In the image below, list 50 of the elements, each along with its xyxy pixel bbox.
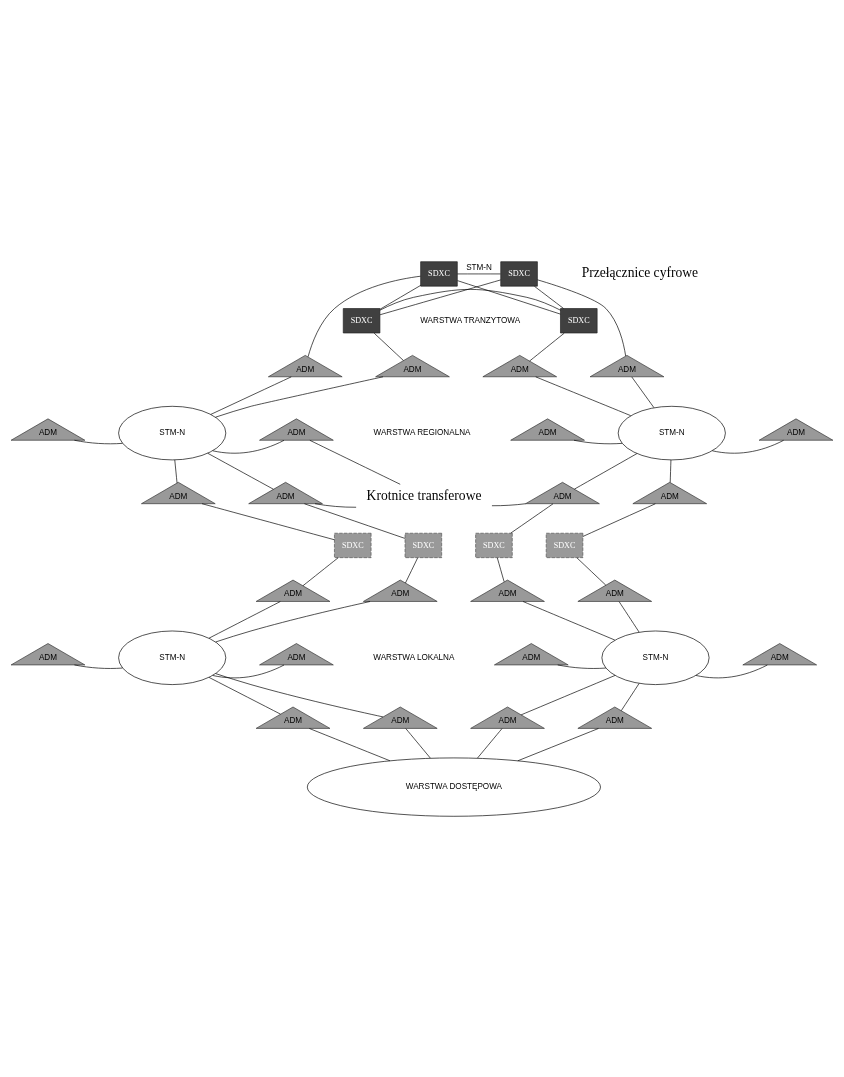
connector [212, 439, 285, 454]
connector [309, 439, 401, 485]
connector [379, 284, 421, 310]
connector [212, 664, 285, 678]
connector [631, 376, 655, 408]
label: Przełącznice cyfrowe [581, 264, 699, 280]
connector [669, 459, 672, 483]
connector [373, 332, 404, 361]
connector [520, 674, 616, 715]
connector [510, 503, 554, 533]
connector [302, 557, 339, 586]
connector [74, 439, 123, 444]
connector [534, 285, 564, 309]
connector [620, 682, 640, 711]
connector [201, 502, 335, 540]
connector [208, 600, 281, 638]
connector [174, 459, 178, 483]
connector [711, 439, 784, 454]
connector [207, 452, 274, 490]
connector [529, 332, 565, 361]
connector [582, 502, 656, 537]
connector [210, 376, 292, 415]
connector [307, 275, 421, 357]
connector [304, 502, 406, 539]
connector [695, 664, 768, 678]
connector [618, 600, 640, 632]
connector [576, 557, 607, 585]
connector [405, 727, 431, 758]
connector [215, 600, 371, 642]
connector [522, 600, 616, 640]
connector [457, 279, 561, 314]
connector [379, 279, 502, 315]
connector [491, 502, 527, 506]
connector [537, 279, 626, 356]
connector [208, 676, 281, 714]
connector [405, 557, 418, 583]
connector [517, 727, 599, 761]
connector [215, 375, 384, 418]
connector [379, 288, 561, 311]
connector [557, 664, 607, 669]
connector [496, 557, 505, 582]
connector [574, 452, 638, 489]
connector [215, 672, 384, 717]
connector [573, 439, 623, 444]
connector [314, 502, 357, 508]
connector [309, 727, 391, 761]
connector [74, 664, 123, 669]
connector [535, 376, 631, 416]
connector [457, 273, 501, 274]
node-text: Krotnice transferowe [366, 487, 482, 503]
